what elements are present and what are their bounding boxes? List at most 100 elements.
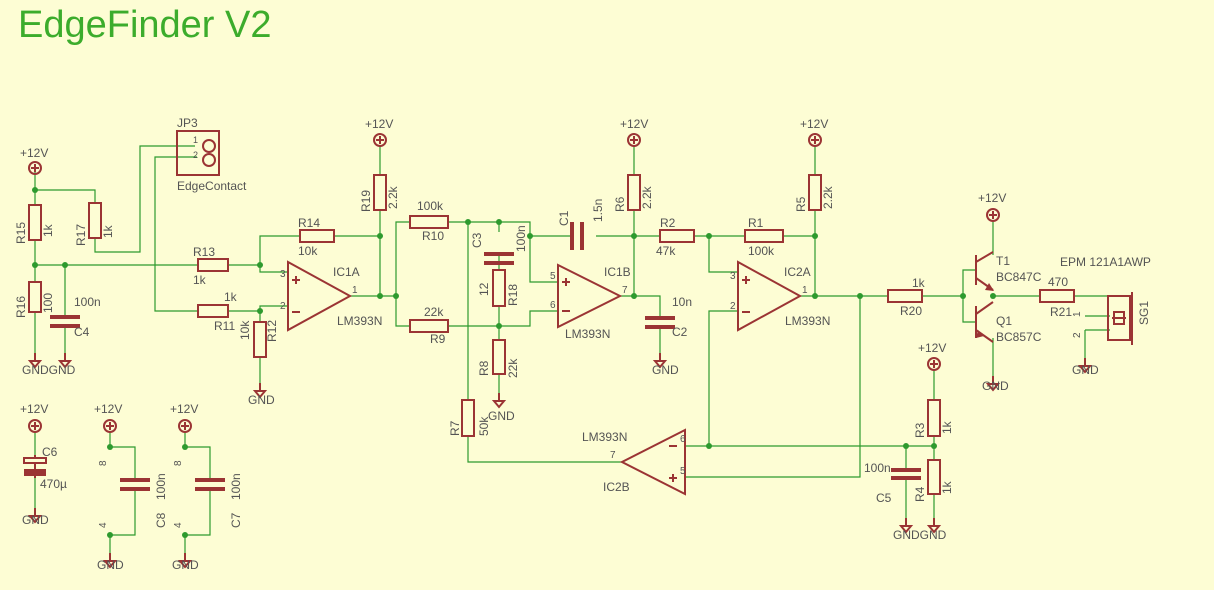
gnd-label: GNDGND <box>22 363 76 377</box>
r12-value: 10k <box>238 320 252 340</box>
ic2b-label: IC2B <box>603 480 630 494</box>
t1-label: T1 <box>996 254 1010 268</box>
pin-label: 2 <box>730 301 736 312</box>
v12-label: +12V <box>620 117 648 131</box>
pin-label: 2 <box>280 301 286 312</box>
ic1a-label: IC1A <box>333 265 360 279</box>
r18-label: R18 <box>506 284 520 306</box>
c5-label: C5 <box>876 491 892 505</box>
c5-value: 100n <box>864 461 891 475</box>
v12-label: +12V <box>170 402 198 416</box>
r13-label: R13 <box>193 245 215 259</box>
r5-label: R5 <box>794 196 808 212</box>
v12-label: +12V <box>94 402 122 416</box>
r9-value: 22k <box>424 305 444 319</box>
c1-label: C1 <box>557 210 571 226</box>
schematic-title: EdgeFinder V2 <box>18 4 272 46</box>
r16-value: 100 <box>41 293 55 313</box>
gnd-label: GND <box>22 513 49 527</box>
pin-label: 3 <box>730 271 736 282</box>
r19-label: R19 <box>359 190 373 212</box>
r8-value: 22k <box>506 358 520 378</box>
c8-label: C8 <box>154 512 168 528</box>
ic2b-value: LM393N <box>582 430 627 444</box>
pin-label: 4 <box>173 522 184 528</box>
r14-value: 10k <box>298 244 318 258</box>
r5-value: 2.2k <box>821 185 835 209</box>
ic1a-value: LM393N <box>337 314 382 328</box>
pin-label: 4 <box>98 522 109 528</box>
jp3-pin1: 1 <box>193 135 198 145</box>
r20-value: 1k <box>912 276 926 290</box>
r21-value: 470 <box>1048 275 1068 289</box>
gnd-label: GNDGND <box>893 528 947 542</box>
connector-jp3 <box>176 130 220 176</box>
v12-label: +12V <box>20 146 48 160</box>
r20-label: R20 <box>900 304 922 318</box>
jp3-pin2: 2 <box>193 150 198 160</box>
c4-value: 100n <box>74 295 101 309</box>
transistors <box>975 251 994 343</box>
r18-value: 12 <box>477 282 491 296</box>
c2-label: C2 <box>672 325 688 339</box>
ic2a-value: LM393N <box>785 314 830 328</box>
gnd-label: GND <box>652 363 679 377</box>
v12-label: +12V <box>918 341 946 355</box>
r19-value: 2.2k <box>386 185 400 209</box>
c1-value: 1.5n <box>591 199 605 222</box>
pin-label: 1 <box>352 285 358 296</box>
r6-label: R6 <box>613 196 627 212</box>
c4-label: C4 <box>74 325 90 339</box>
gnd-label: GND <box>248 393 275 407</box>
pin-label: 7 <box>610 450 616 461</box>
gnd-label: GND <box>1072 363 1099 377</box>
c7-value: 100n <box>229 473 243 500</box>
r11-value: 1k <box>224 290 238 304</box>
q1-label: Q1 <box>996 314 1012 328</box>
r10-value: 100k <box>417 199 444 213</box>
v12-label: +12V <box>365 117 393 131</box>
pin-label: 3 <box>280 269 286 280</box>
r21-label: R21 <box>1050 305 1072 319</box>
v12-label: +12V <box>20 402 48 416</box>
r9-label: R9 <box>430 332 446 346</box>
pin-label: 8 <box>173 460 184 466</box>
jp3-value: EdgeContact <box>177 179 247 193</box>
r11-label: R11 <box>214 319 235 333</box>
r2-label: R2 <box>660 216 676 230</box>
pin-label: 7 <box>622 285 628 296</box>
r12-label: R12 <box>265 320 279 342</box>
sg1-value: EPM 121A1AWP <box>1060 255 1151 269</box>
c3-value: 100n <box>514 225 528 252</box>
r10-label: R10 <box>422 229 444 243</box>
r3-label: R3 <box>913 422 927 438</box>
pin-label: 1 <box>1072 311 1083 317</box>
ic1b-label: IC1B <box>604 265 631 279</box>
v12-label: +12V <box>800 117 828 131</box>
r15-value: 1k <box>41 223 55 237</box>
r8-label: R8 <box>477 360 491 376</box>
pin-label: 6 <box>550 300 556 311</box>
r17-label: R17 <box>74 224 88 246</box>
c2-value: 10n <box>672 295 692 309</box>
c7-label: C7 <box>229 512 243 528</box>
r14-label: R14 <box>298 216 320 230</box>
c6-label: C6 <box>42 445 58 459</box>
r4-label: R4 <box>913 486 927 502</box>
r13-value: 1k <box>193 273 207 287</box>
pin-label: 2 <box>1072 332 1083 338</box>
r2-value: 47k <box>656 244 676 258</box>
r16-label: R16 <box>14 296 28 318</box>
gnd-label: GND <box>488 409 515 423</box>
r7-label: R7 <box>448 420 462 436</box>
v12-label: +12V <box>978 191 1006 205</box>
r1-label: R1 <box>748 216 764 230</box>
gnd-label: GND <box>172 558 199 572</box>
ic2a-label: IC2A <box>784 265 811 279</box>
r4-value: 1k <box>940 480 954 494</box>
comparators <box>287 260 803 496</box>
pin-label: 1 <box>802 285 808 296</box>
pin-label: 5 <box>550 271 556 282</box>
